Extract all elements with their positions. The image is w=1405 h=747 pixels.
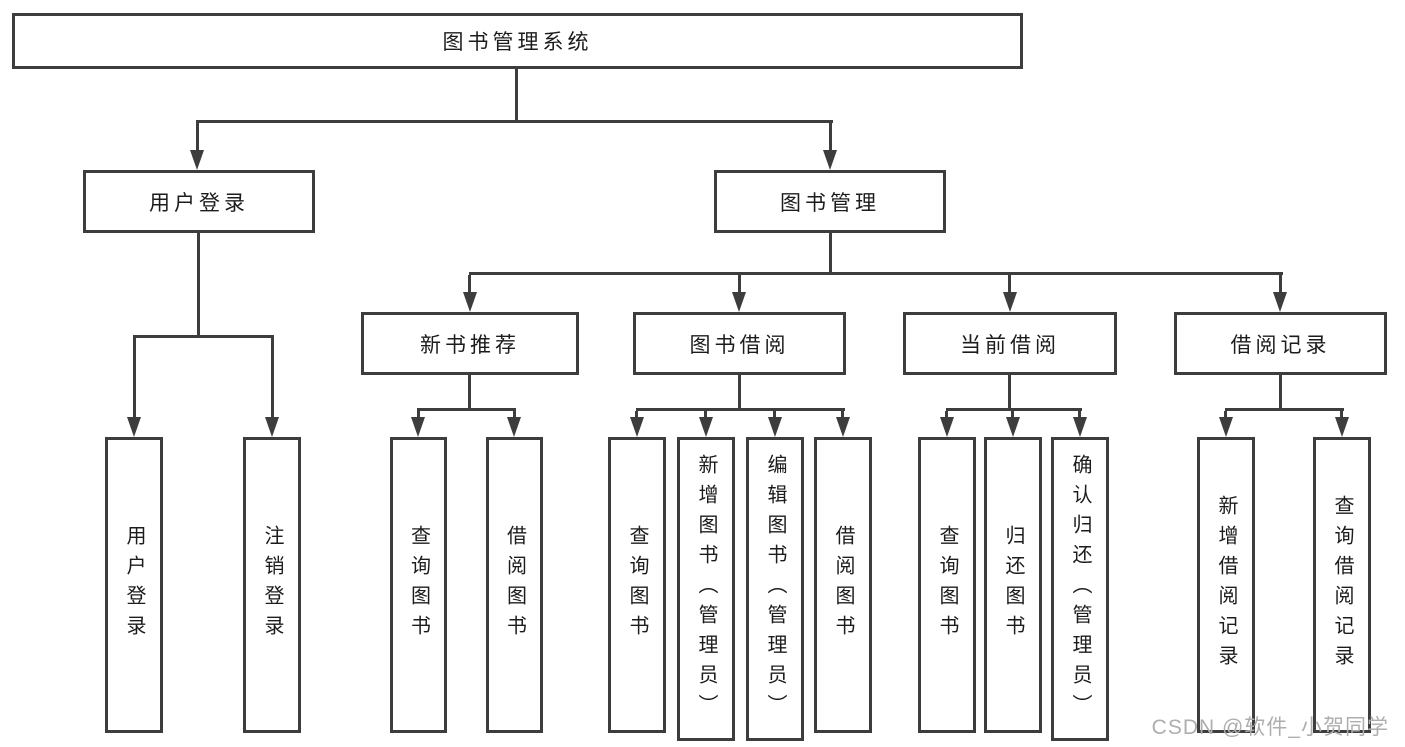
node-label: 查询借阅记录 xyxy=(1331,495,1353,675)
node-label: 查询图书 xyxy=(407,525,430,645)
connector-vline xyxy=(704,411,707,419)
node-label: 图书管理系统 xyxy=(442,31,593,54)
node-label: 查询图书 xyxy=(626,525,648,645)
connector-vline xyxy=(197,233,200,335)
node-label: 用户登录 xyxy=(123,525,145,645)
arrowhead-down-icon xyxy=(732,292,746,312)
node-leaf-logout: 注销登录 xyxy=(243,437,301,733)
connector-vline xyxy=(841,411,844,419)
node-book-management: 图书管理 xyxy=(714,170,946,233)
node-label: 确认归还（管理员） xyxy=(1069,454,1091,724)
connector-vline xyxy=(513,411,516,419)
connector-vline xyxy=(515,69,518,120)
arrowhead-down-icon xyxy=(1006,417,1020,437)
connector-hline xyxy=(1225,408,1344,411)
connector-vline xyxy=(468,275,471,292)
node-label: 借阅图书 xyxy=(832,525,854,645)
arrowhead-down-icon xyxy=(940,417,954,437)
node-leaf-add-book-admin: 新增图书（管理员） xyxy=(677,437,735,741)
arrowhead-down-icon xyxy=(1003,292,1017,312)
node-label: 注销登录 xyxy=(261,525,283,645)
node-leaf-add-borrow-record: 新增借阅记录 xyxy=(1197,437,1255,733)
node-label: 当前借阅 xyxy=(960,333,1060,357)
connector-vline xyxy=(417,411,420,419)
arrowhead-down-icon xyxy=(1219,417,1233,437)
node-label: 借阅图书 xyxy=(503,525,526,645)
connector-vline xyxy=(945,411,948,419)
connector-vline xyxy=(829,123,832,152)
node-leaf-borrow-book-recommend: 借阅图书 xyxy=(486,437,543,733)
watermark: CSDN @软件_小贺同学 xyxy=(1151,716,1389,739)
connector-vline xyxy=(196,123,199,152)
node-label: 图书管理 xyxy=(780,191,880,215)
connector-hline xyxy=(946,408,1082,411)
node-library-management-system: 图书管理系统 xyxy=(12,13,1023,69)
connector-vline xyxy=(635,411,638,419)
connector-vline xyxy=(271,338,274,417)
connector-vline xyxy=(1078,411,1081,419)
connector-hline xyxy=(469,272,1283,275)
arrowhead-down-icon xyxy=(699,417,713,437)
arrowhead-down-icon xyxy=(463,292,477,312)
arrowhead-down-icon xyxy=(1335,417,1349,437)
arrowhead-down-icon xyxy=(1273,292,1287,312)
connector-vline xyxy=(1340,411,1343,419)
node-borrow-record: 借阅记录 xyxy=(1174,312,1387,375)
node-leaf-edit-book-admin: 编辑图书（管理员） xyxy=(746,437,804,741)
node-label: 图书借阅 xyxy=(689,333,790,357)
arrowhead-down-icon xyxy=(265,417,279,437)
connector-hline xyxy=(417,408,516,411)
node-label: 查询图书 xyxy=(936,525,958,645)
connector-vline xyxy=(133,338,136,417)
node-label: 新增图书（管理员） xyxy=(695,454,717,724)
connector-hline xyxy=(196,120,833,123)
node-leaf-return-book: 归还图书 xyxy=(984,437,1042,733)
node-label: 新书推荐 xyxy=(420,333,520,357)
node-label: 归还图书 xyxy=(1002,525,1024,645)
node-label: 借阅记录 xyxy=(1230,333,1331,357)
connector-vline xyxy=(1279,275,1282,292)
connector-vline xyxy=(738,375,741,408)
arrowhead-down-icon xyxy=(127,417,141,437)
arrowhead-down-icon xyxy=(190,150,204,170)
connector-vline xyxy=(1224,411,1227,419)
arrowhead-down-icon xyxy=(411,417,425,437)
connector-vline xyxy=(1279,375,1282,408)
arrowhead-down-icon xyxy=(836,417,850,437)
node-label: 用户登录 xyxy=(149,191,249,215)
connector-vline xyxy=(773,411,776,419)
arrowhead-down-icon xyxy=(823,150,837,170)
connector-vline xyxy=(738,275,741,292)
arrowhead-down-icon xyxy=(1073,417,1087,437)
node-current-borrow: 当前借阅 xyxy=(903,312,1117,375)
node-leaf-query-book-borrow: 查询图书 xyxy=(608,437,666,733)
arrowhead-down-icon xyxy=(768,417,782,437)
node-leaf-borrow-book-borrow: 借阅图书 xyxy=(814,437,872,733)
connector-vline xyxy=(1011,411,1014,419)
connector-vline xyxy=(829,233,832,272)
connector-hline xyxy=(636,408,845,411)
node-leaf-user-login: 用户登录 xyxy=(105,437,163,733)
node-leaf-query-book-recommend: 查询图书 xyxy=(390,437,447,733)
node-label: 编辑图书（管理员） xyxy=(764,454,786,724)
arrowhead-down-icon xyxy=(507,417,521,437)
connector-vline xyxy=(1008,375,1011,408)
connector-vline xyxy=(468,375,471,408)
connector-hline xyxy=(133,335,274,338)
node-book-borrow: 图书借阅 xyxy=(633,312,846,375)
arrowhead-down-icon xyxy=(630,417,644,437)
node-leaf-confirm-return-admin: 确认归还（管理员） xyxy=(1051,437,1109,741)
node-leaf-query-borrow-record: 查询借阅记录 xyxy=(1313,437,1371,733)
node-leaf-query-book-current: 查询图书 xyxy=(918,437,976,733)
node-new-book-recommend: 新书推荐 xyxy=(361,312,579,375)
node-user-login: 用户登录 xyxy=(83,170,315,233)
node-label: 新增借阅记录 xyxy=(1215,495,1237,675)
connector-vline xyxy=(1008,275,1011,292)
